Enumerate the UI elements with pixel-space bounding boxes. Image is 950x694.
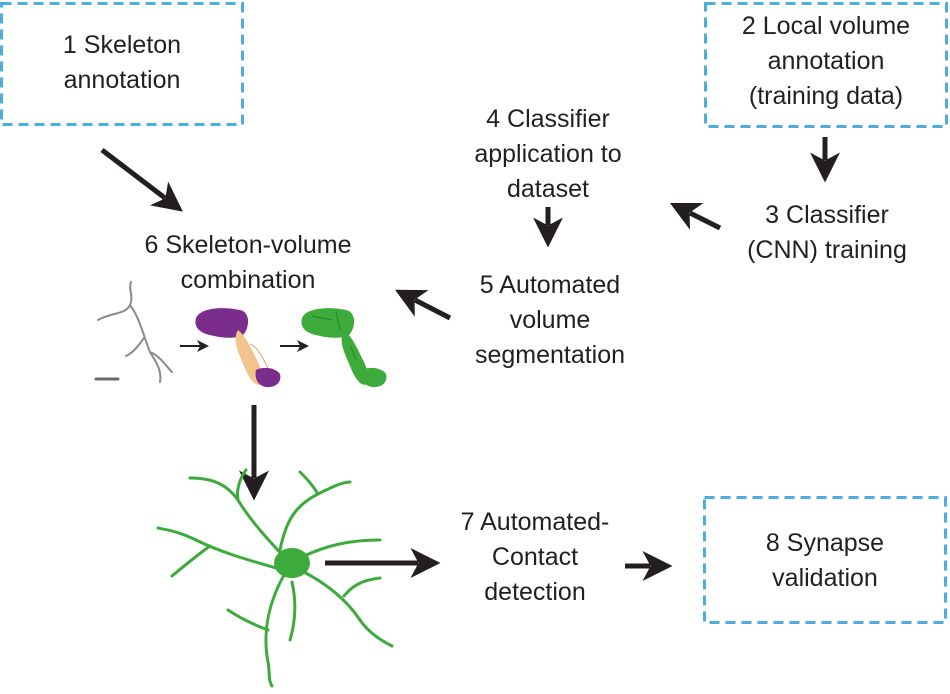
box-1-border bbox=[0, 2, 244, 126]
box-8-border bbox=[703, 496, 947, 624]
step-2-local-volume-annotation: 2 Local volume annotation (training data… bbox=[741, 12, 911, 110]
arrow-3-to-4 bbox=[669, 202, 722, 231]
step-4-classifier-application: 4 Classifier application to dataset bbox=[474, 105, 622, 203]
green-volume-icon bbox=[301, 308, 387, 388]
skeleton-trace-icon bbox=[94, 281, 173, 383]
purple-tan-segment-icon bbox=[195, 308, 281, 388]
box-2-border bbox=[704, 2, 948, 128]
step-1-skeleton-annotation: 1 Skeleton annotation bbox=[62, 31, 182, 94]
arrow-1-to-6 bbox=[100, 148, 183, 212]
step-7-automated-contact-detection: 7 Automated- Contact detection bbox=[460, 508, 610, 606]
step-6-skeleton-volume-combination: 6 Skeleton-volume combination bbox=[144, 231, 352, 294]
step-5-automated-volume-segmentation: 5 Automated volume segmentation bbox=[474, 271, 626, 369]
arrow-5-to-6 bbox=[394, 289, 452, 321]
step-8-synapse-validation: 8 Synapse validation bbox=[765, 529, 885, 592]
neuron-icon bbox=[156, 468, 394, 688]
step-3-classifier-training: 3 Classifier (CNN) training bbox=[747, 201, 907, 264]
